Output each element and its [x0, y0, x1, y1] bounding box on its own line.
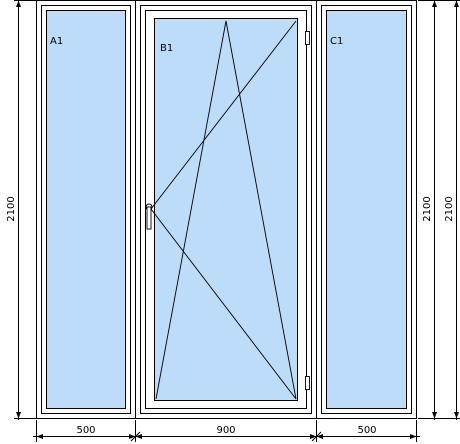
pane-left-label: A1	[50, 36, 63, 47]
height-right-inner-label: 2100	[422, 196, 433, 221]
pane-left-glass	[46, 10, 126, 409]
tilt-indicator-lines	[155, 20, 297, 400]
hinge-bottom-icon	[305, 376, 310, 390]
hinge-top-icon	[305, 31, 310, 45]
width-center-label: 900	[216, 425, 235, 436]
width-left-label: 500	[76, 425, 95, 436]
pane-right-glass	[326, 10, 407, 409]
height-dimension-right-outer	[440, 0, 460, 420]
pane-center-glass	[154, 18, 298, 401]
height-left-label: 2100	[6, 196, 17, 221]
height-right-outer-label: 2100	[444, 196, 455, 221]
pane-center-label: B1	[160, 43, 173, 54]
pane-right-label: C1	[330, 36, 343, 47]
height-dimension-right-inner	[418, 0, 440, 420]
width-right-label: 500	[357, 425, 376, 436]
width-dimension	[33, 420, 420, 442]
height-dimension-left	[14, 0, 36, 420]
handle-icon	[145, 203, 153, 230]
